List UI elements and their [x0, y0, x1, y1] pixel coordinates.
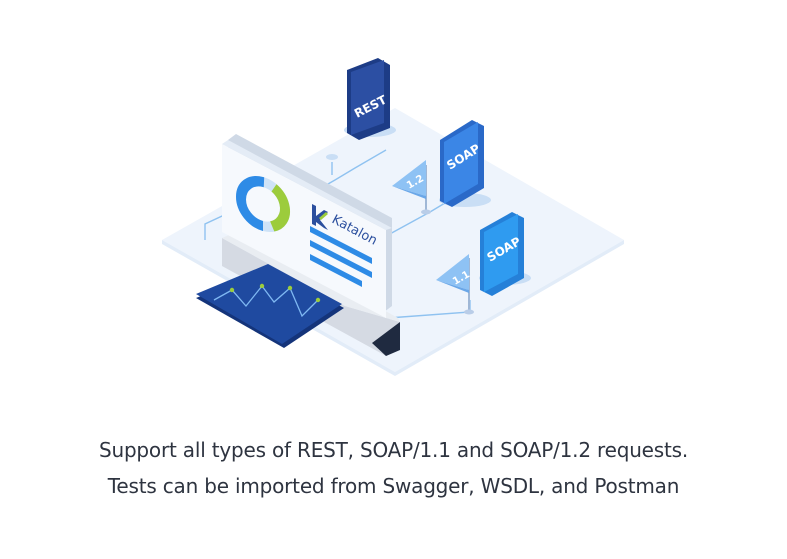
rest-flag: REST [326, 58, 396, 160]
soap-flag-back: SOAP [439, 120, 491, 207]
feature-description-line-2: Tests can be imported from Swagger, WSDL… [107, 474, 680, 498]
floor-platform [162, 108, 624, 372]
result-graph-line [213, 284, 319, 318]
soap-flag-front: SOAP [479, 212, 531, 296]
pennant-version-1-2: 1.2 [392, 160, 431, 215]
feature-description: Support all types of REST, SOAP/1.1 and … [0, 432, 787, 504]
pennant-version-1-1: 1.1 [436, 254, 474, 315]
feature-description-line-1: Support all types of REST, SOAP/1.1 and … [98, 438, 689, 462]
api-testing-illustration: REST SOAP 1.2 SOAP [162, 58, 624, 376]
printed-test-result-sheet [196, 264, 344, 348]
donut-chart-icon [236, 176, 290, 232]
report-text-lines [310, 226, 372, 287]
katalon-logo-icon [312, 204, 328, 230]
